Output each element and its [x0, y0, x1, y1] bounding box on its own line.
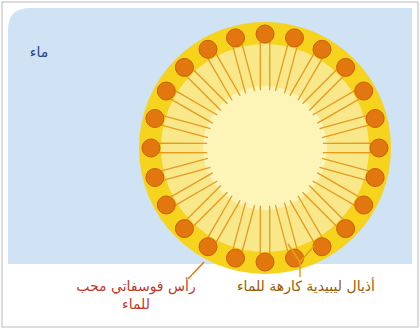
phosphate-head	[175, 58, 193, 76]
phosphate-head	[337, 58, 355, 76]
phosphate-head	[199, 238, 217, 256]
label-box: أذيال ليبيدية كارهة للماء	[236, 278, 376, 296]
phosphate-head	[157, 82, 175, 100]
lipid-tail	[193, 192, 227, 226]
lipid-tail	[317, 173, 359, 197]
lipid-tail	[323, 143, 371, 144]
phosphate-head	[256, 253, 274, 271]
lipid-tail	[260, 42, 261, 90]
lipid-tail	[164, 167, 210, 180]
label-box: ماء	[14, 44, 64, 62]
lipid-tail	[242, 205, 254, 251]
phosphate-head	[226, 249, 244, 267]
phosphate-head	[175, 220, 193, 238]
phosphate-head	[355, 82, 373, 100]
phosphate-head	[313, 40, 331, 58]
lipid-tail	[176, 91, 218, 115]
lipid-tail	[187, 76, 221, 110]
water-region	[8, 8, 412, 264]
lipid-tail	[313, 91, 355, 115]
lipid-tail	[159, 152, 207, 153]
lipid-tail	[275, 205, 287, 251]
phosphate-head	[370, 139, 388, 157]
phosphate-head	[286, 249, 304, 267]
lipid-tails	[159, 42, 371, 254]
lipid-tail	[161, 158, 207, 170]
lipid-tail	[193, 70, 227, 104]
phosphate-head	[146, 169, 164, 187]
lipid-tail	[260, 206, 261, 254]
lipid-tail	[171, 99, 213, 123]
lipid-tail	[313, 181, 355, 205]
lipid-tail	[309, 186, 343, 220]
lipid-tail	[303, 70, 337, 104]
lipid-tail	[298, 196, 322, 238]
lipid-tail	[187, 186, 221, 220]
lipid-tail	[208, 59, 232, 101]
label-box: رأس فوسفاتي محب للماء	[66, 278, 206, 313]
part-label: أذيال ليبيدية كارهة للماء	[236, 278, 376, 296]
phosphate-head	[142, 139, 160, 157]
phosphate-heads	[142, 25, 388, 271]
lipid-tail	[176, 181, 218, 205]
tail-region	[161, 44, 369, 252]
lipid-tail	[208, 196, 232, 238]
phosphate-head	[256, 25, 274, 43]
core	[203, 86, 327, 210]
leader-line	[288, 244, 314, 277]
phosphate-head	[199, 40, 217, 58]
phosphate-head	[337, 220, 355, 238]
phosphate-head	[286, 29, 304, 47]
lipid-tail	[161, 125, 207, 137]
lipid-tail	[320, 116, 366, 129]
phosphate-head	[366, 109, 384, 127]
lipid-tail	[303, 192, 337, 226]
lipid-tail	[322, 158, 368, 170]
lipid-tail	[309, 76, 343, 110]
lipid-tail	[269, 206, 270, 254]
outer-ring	[139, 22, 391, 274]
lipid-tail	[159, 143, 207, 144]
phosphate-head	[366, 169, 384, 187]
lipid-tail	[275, 44, 287, 90]
phosphate-head	[226, 29, 244, 47]
phosphate-head	[157, 196, 175, 214]
lipid-tail	[216, 200, 240, 242]
phosphate-head	[146, 109, 164, 127]
lipid-tail	[284, 203, 297, 249]
part-label: رأس فوسفاتي محب للماء	[66, 278, 206, 313]
leader-line	[188, 262, 204, 279]
phosphate-head	[313, 238, 331, 256]
phosphate-head	[355, 196, 373, 214]
lipid-tail	[290, 54, 314, 96]
lipid-tail	[323, 152, 371, 153]
lipid-tail	[322, 125, 368, 137]
lipid-tail	[298, 59, 322, 101]
lipid-tail	[233, 47, 246, 93]
region-label: ماء	[14, 44, 64, 62]
frame	[2, 2, 418, 327]
lipid-tail	[242, 44, 254, 90]
lipid-tail	[269, 42, 270, 90]
